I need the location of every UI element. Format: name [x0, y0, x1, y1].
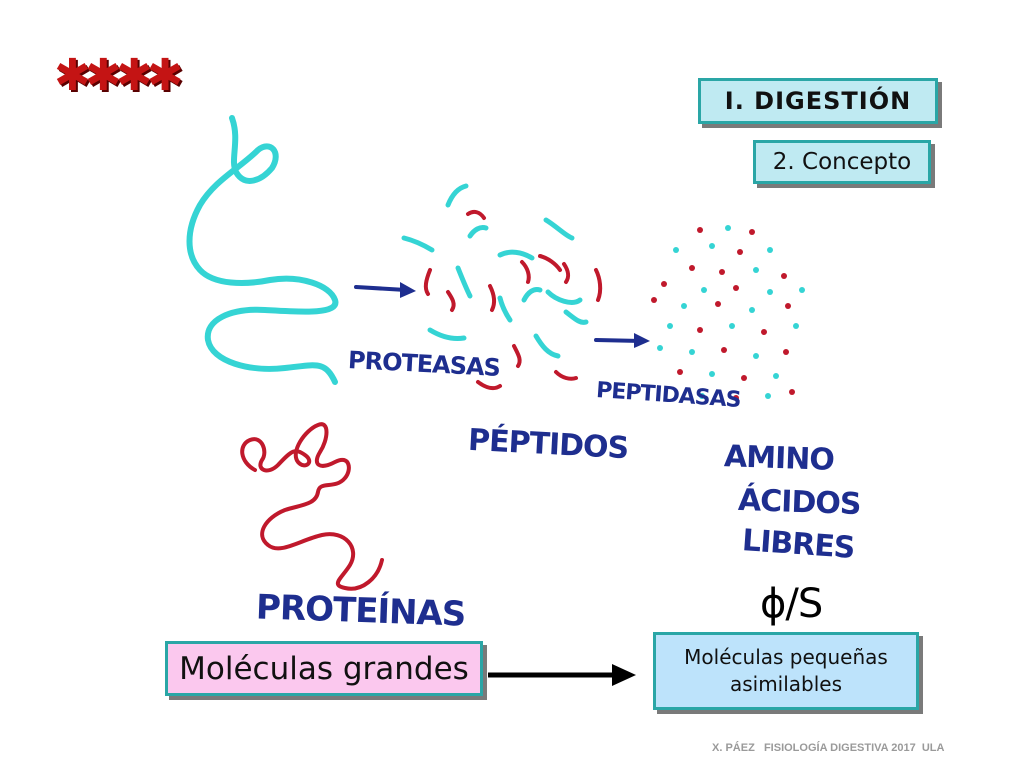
arrow-conversion	[488, 664, 636, 686]
label-amino-line3: LIBRES	[740, 523, 856, 566]
arrow-peptidasas	[594, 333, 650, 348]
label-amino-line2: ÁCIDOS	[737, 482, 862, 523]
small-molecules-box: Moléculas pequeñas asimilables	[653, 632, 919, 710]
footer-credit: X. PÁEZ FISIOLOGÍA DIGESTIVA 2017 ULA	[712, 742, 945, 754]
protein-strand-cyan	[186, 115, 339, 385]
small-molecules-line2: asimilables	[729, 672, 843, 696]
label-amino-line1: AMINO	[723, 439, 835, 478]
peptide-fragments-red	[423, 209, 603, 391]
label-peptidos: PÉPTIDOS	[467, 422, 629, 467]
section-subtitle: 2. Concepto	[753, 140, 931, 184]
label-proteinas: PROTEÍNAS	[255, 587, 466, 635]
importance-stars: ✱✱✱✱	[54, 50, 183, 101]
arrow-proteasas	[354, 282, 416, 298]
small-molecules-line1: Moléculas pequeñas	[684, 645, 888, 669]
protein-strand-red	[240, 422, 384, 591]
handwritten-mark: ɸ/S	[760, 581, 823, 627]
section-title: I. DIGESTIÓN	[698, 78, 938, 124]
peptide-fragments-cyan	[401, 183, 589, 359]
label-proteasas: PROTEASAS	[347, 346, 501, 382]
large-molecules-label: Moléculas grandes	[179, 650, 469, 687]
amino-acid-dots	[651, 225, 805, 401]
large-molecules-box: Moléculas grandes	[165, 641, 483, 696]
